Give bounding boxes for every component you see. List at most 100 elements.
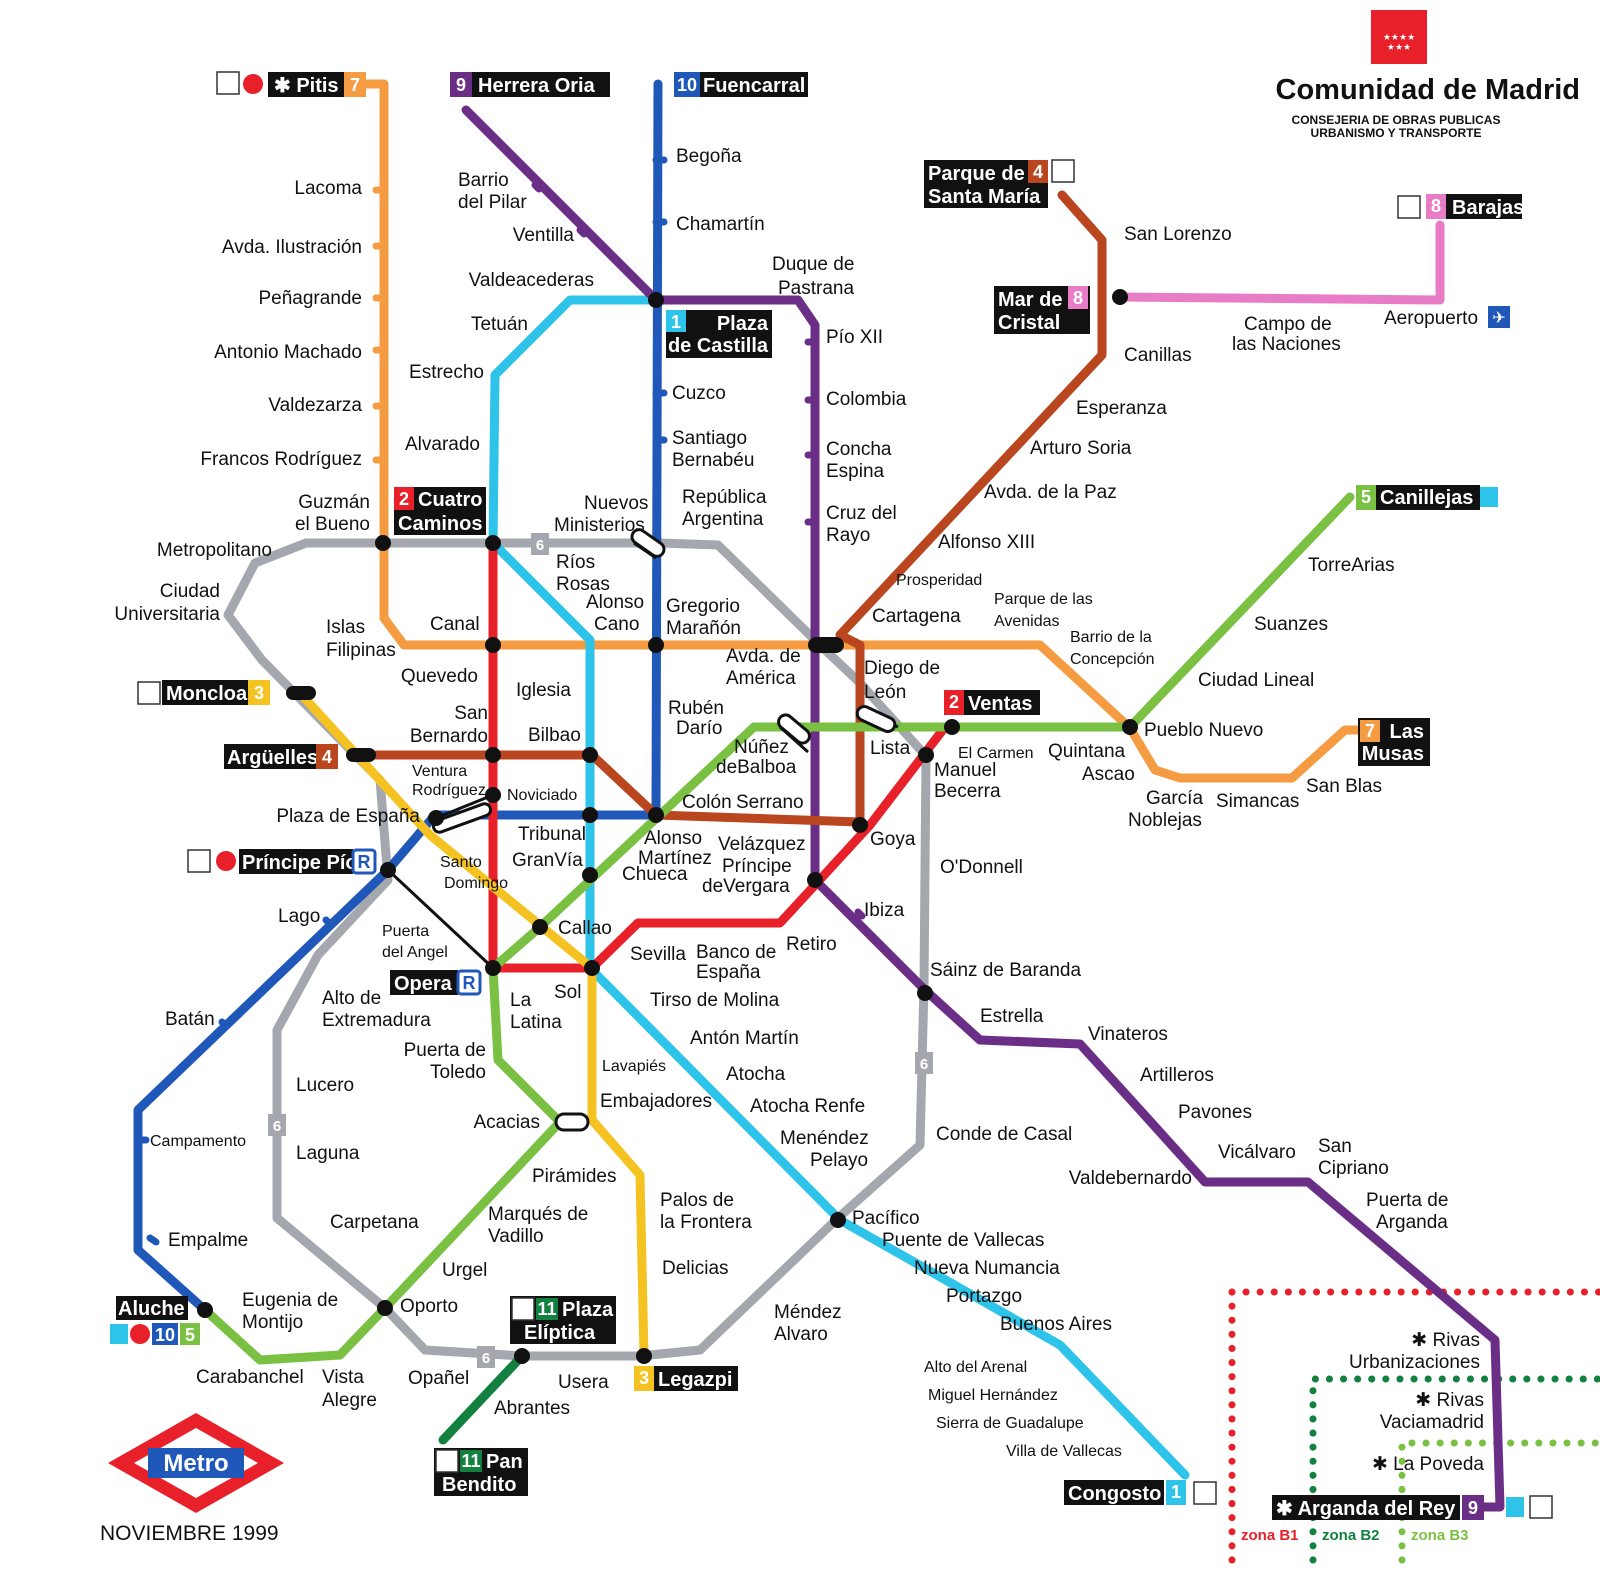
- terminal-moncloa[interactable]: Moncloa 3: [137, 680, 270, 705]
- station-laguna: Laguna: [296, 1143, 360, 1164]
- parking-train-icon: [1397, 195, 1421, 219]
- station-san-cipriano-1: San: [1318, 1136, 1352, 1157]
- parking-train-icon: [1193, 1481, 1217, 1505]
- line-11-path: [438, 1351, 527, 1445]
- terminal-las-musas[interactable]: 7 Las Musas: [1358, 718, 1430, 766]
- station-mendez-alvaro-1: Méndez: [774, 1302, 842, 1323]
- station-serrano: Serrano: [736, 792, 804, 813]
- terminal-barajas[interactable]: 8 Barajas: [1397, 194, 1524, 219]
- station-puerta-arganda-1: Puerta de: [1366, 1190, 1448, 1211]
- terminal-legazpi[interactable]: 3 Legazpi: [634, 1366, 738, 1391]
- terminal-fuencarral-label: Fuencarral: [703, 75, 805, 97]
- org-title: Comunidad de Madrid: [1276, 74, 1581, 106]
- terminal-plaza-eliptica-label-2: Elíptica: [524, 1322, 596, 1344]
- station-carpetana: Carpetana: [330, 1212, 419, 1233]
- terminal-opera[interactable]: Opera R: [390, 969, 482, 996]
- terminal-congosto[interactable]: Congosto 1: [1064, 1480, 1217, 1505]
- station-campo-naciones-1: Campo de: [1244, 314, 1332, 335]
- station-alvarado: Alvarado: [405, 434, 480, 455]
- station-garcia-noblejas-1: García: [1146, 788, 1203, 809]
- parking-train-icon: [435, 1449, 459, 1473]
- org-subtitle-1: CONSEJERIA DE OBRAS PUBLICAS: [1292, 113, 1501, 127]
- terminal-cuatro-caminos[interactable]: 2 Cuatro Caminos: [394, 487, 486, 535]
- station-ciudad-lineal: Ciudad Lineal: [1198, 670, 1314, 691]
- station-vicalvaro: Vicálvaro: [1218, 1142, 1296, 1163]
- station-tirso: Tirso de Molina: [650, 990, 780, 1011]
- station-puerta-arganda-2: Arganda: [1376, 1212, 1448, 1233]
- station-acacias: Acacias: [473, 1112, 540, 1133]
- station-artilleros: Artilleros: [1140, 1065, 1214, 1086]
- line-8-path: [1115, 220, 1445, 305]
- station-concha-2: Espina: [826, 461, 885, 482]
- line-6-badges: 6 6 6 6: [268, 533, 933, 1368]
- terminal-fuencarral[interactable]: 10 Fuencarral: [674, 72, 808, 97]
- terminal-cuatro-caminos-label-1: Cuatro: [418, 489, 482, 511]
- terminal-herrera-oria[interactable]: 9 Herrera Oria: [450, 72, 610, 97]
- transfer-nodes: [286, 528, 897, 1132]
- station-portazgo: Portazgo: [946, 1286, 1022, 1307]
- station-duque-1: Duque de: [772, 254, 854, 275]
- station-cruz-rayo-1: Cruz del: [826, 503, 897, 524]
- station-la-latina-1: La: [510, 990, 532, 1011]
- station-empalme: Empalme: [168, 1230, 248, 1251]
- terminal-pan-bendito[interactable]: 11 Pan Bendito: [434, 1448, 528, 1496]
- station-colombia: Colombia: [826, 389, 907, 410]
- station-rivas-urb-1: ✱ Rivas: [1411, 1330, 1480, 1351]
- station-concha-1: Concha: [826, 439, 892, 460]
- station-menendez-2: Pelayo: [810, 1150, 868, 1171]
- zone-b2-label: zona B2: [1322, 1527, 1380, 1544]
- line-11-badge: 11: [537, 1299, 556, 1319]
- station-el-carmen: El Carmen: [958, 745, 1034, 762]
- station-marques-vadillo-1: Marqués de: [488, 1204, 588, 1225]
- line-1-badge: 1: [1171, 1482, 1181, 1502]
- station-manuel-becerra-1: Manuel: [934, 760, 996, 781]
- terminal-parque-santa-maria[interactable]: Parque de 4 Santa María: [924, 159, 1075, 208]
- station-barrio-pilar-2: del Pilar: [458, 192, 527, 213]
- station-valdezarza: Valdezarza: [268, 395, 362, 416]
- terminal-arguelles[interactable]: Argüelles 4: [224, 744, 338, 769]
- station-plaza-espana: Plaza de España: [276, 806, 420, 827]
- station-alto-extrem-2: Extremadura: [322, 1010, 431, 1031]
- terminal-principe-pio[interactable]: Príncipe Pío R: [187, 848, 377, 875]
- terminal-mar-cristal[interactable]: Mar de 8 Cristal: [994, 286, 1090, 334]
- station-barrio-pilar-1: Barrio: [458, 170, 509, 191]
- terminal-arganda-rey[interactable]: ✱ Arganda del Rey 9: [1272, 1495, 1553, 1520]
- station-banco-1: Banco de: [696, 942, 776, 963]
- terminal-pan-bendito-label-1: Pan: [486, 1451, 523, 1473]
- station-batan: Batán: [165, 1009, 215, 1030]
- station-gran-via: GranVía: [512, 850, 583, 871]
- station-diego-leon-2: León: [864, 682, 906, 703]
- station-gregorio-1: Gregorio: [666, 596, 740, 617]
- terminal-canillejas[interactable]: 5 Canillejas: [1356, 485, 1498, 510]
- terminal-plaza-castilla-label-1: Plaza: [717, 313, 769, 335]
- station-tetuan: Tetuán: [471, 314, 528, 335]
- station-san-bernardo-1: San: [454, 703, 488, 724]
- line-3-badge: 3: [639, 1368, 649, 1388]
- station-colon: Colón: [682, 792, 732, 813]
- station-rivas-vac-2: Vaciamadrid: [1380, 1412, 1484, 1433]
- station-tribunal: Tribunal: [518, 824, 586, 845]
- station-ciudad-univ-2: Universitaria: [114, 604, 220, 625]
- station-quevedo: Quevedo: [401, 666, 478, 687]
- org-subtitle-2: URBANISMO Y TRANSPORTE: [1311, 126, 1482, 140]
- terminal-mar-cristal-label-2: Cristal: [998, 312, 1060, 334]
- renfe-icon: [243, 74, 263, 94]
- line-9-badge: 9: [1468, 1498, 1478, 1518]
- terminal-ventas[interactable]: 2 Ventas: [944, 690, 1040, 715]
- terminal-pan-bendito-label-2: Bendito: [442, 1474, 516, 1496]
- line-2-badge: 2: [949, 692, 959, 712]
- terminal-plaza-castilla[interactable]: 1 Plaza de Castilla: [666, 310, 772, 358]
- station-callao: Callao: [558, 918, 612, 939]
- terminal-pitis[interactable]: ✱ Pitis 7: [216, 71, 366, 97]
- metro-logo[interactable]: Metro: [108, 1413, 284, 1513]
- zone-b1-label: zona B1: [1241, 1527, 1299, 1544]
- station-duque-2: Pastrana: [778, 278, 854, 299]
- station-la-poveda: ✱ La Poveda: [1372, 1454, 1484, 1475]
- station-odonnell: O'Donnell: [940, 857, 1023, 878]
- station-parque-avenidas-1: Parque de las: [994, 591, 1093, 608]
- terminal-aluche[interactable]: Aluche 10 5: [110, 1296, 200, 1345]
- station-principe-verg-1: Príncipe: [722, 856, 792, 877]
- line-9-path: [461, 105, 1505, 1512]
- terminal-plaza-eliptica[interactable]: 11 Plaza Elíptica: [510, 1296, 616, 1344]
- station-ascao: Ascao: [1082, 764, 1135, 785]
